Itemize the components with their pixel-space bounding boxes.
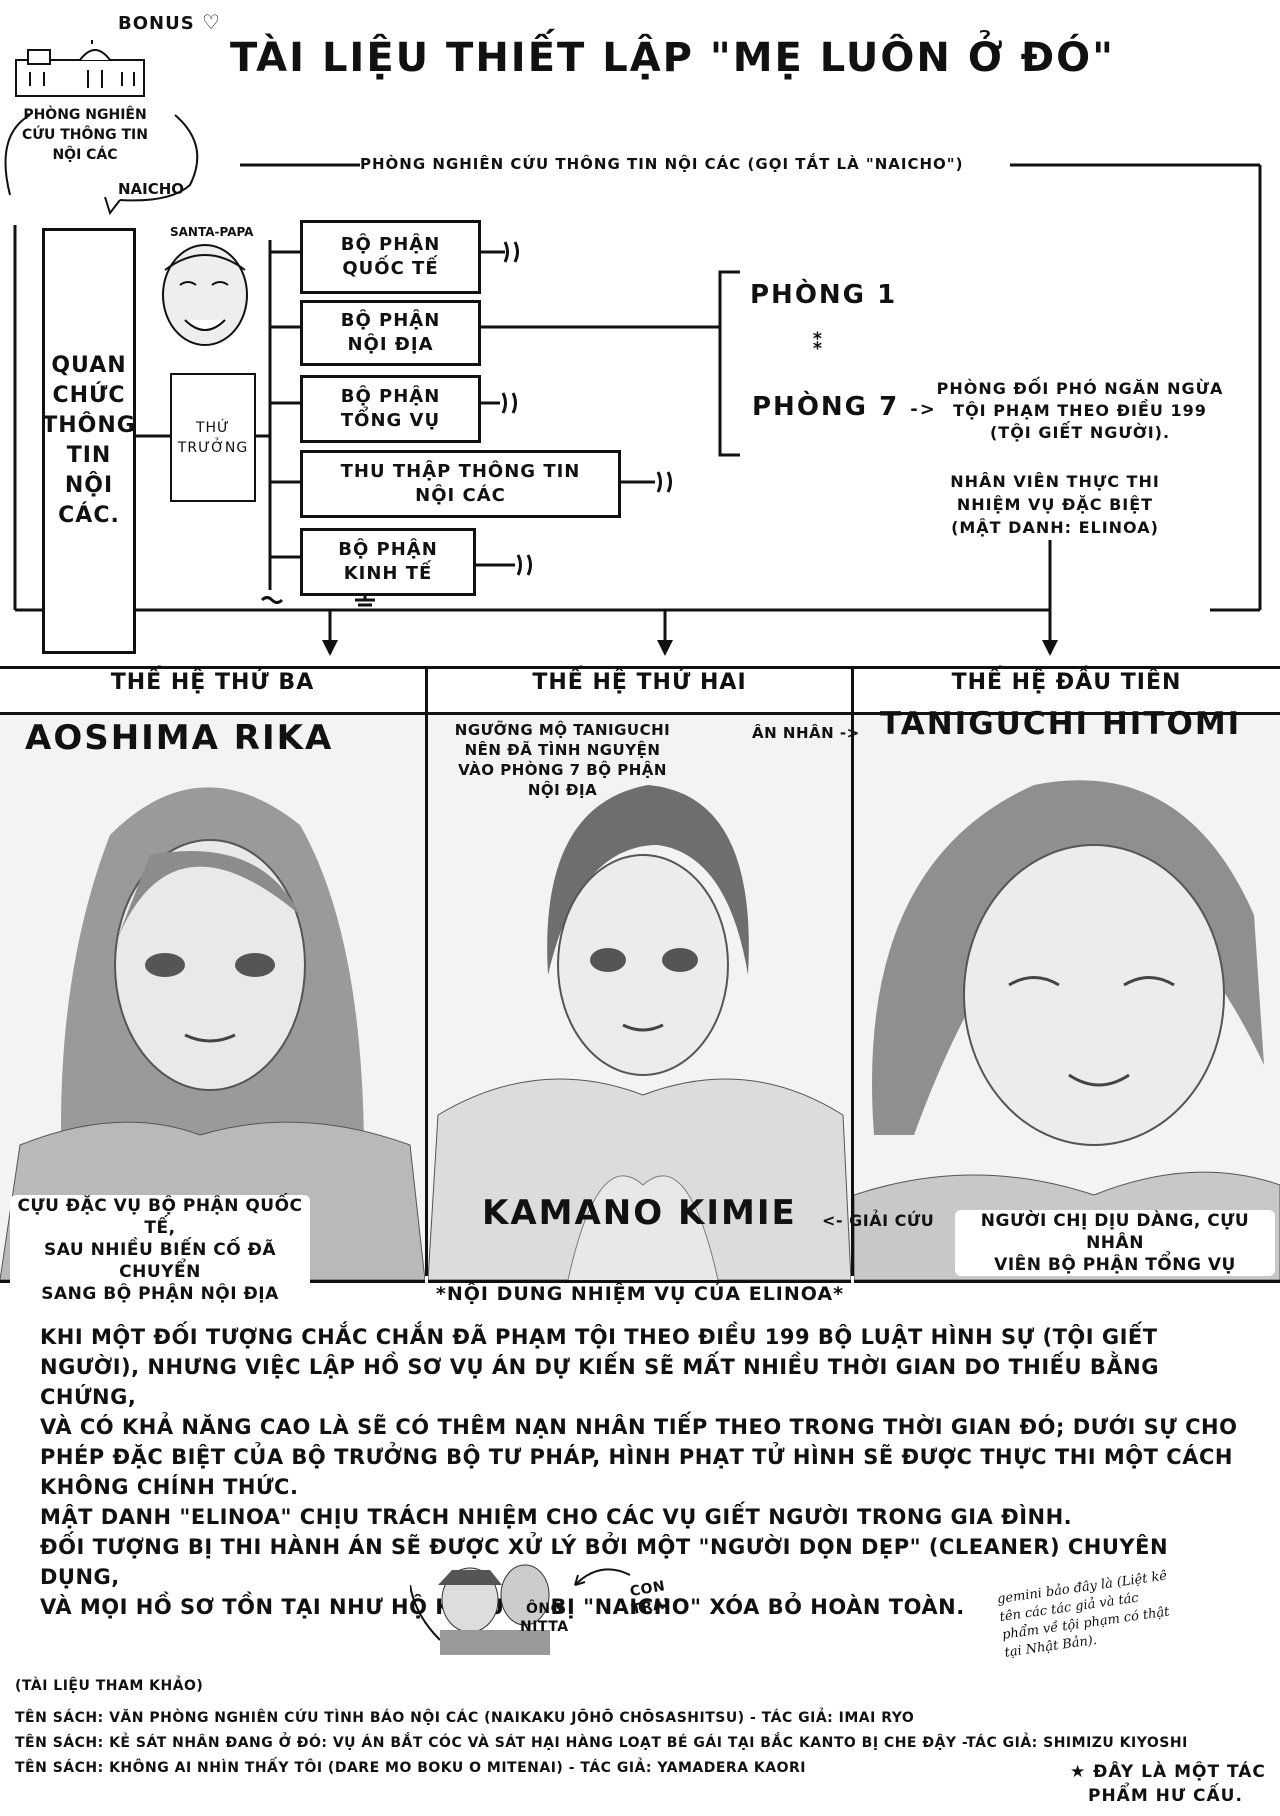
speech-bubble <box>4 114 199 215</box>
fiction-note: ★ ĐÂY LÀ MỘT TÁC PHẨM HƯ CẤU. <box>1070 1762 1266 1806</box>
official-box: QUAN CHỨC THÔNG TIN NỘI CÁC. <box>42 228 136 654</box>
naicho-bubble: NAICHO <box>118 180 185 198</box>
name-taniguchi: TANIGUCHI HITOMI <box>880 706 1242 742</box>
room-ellipsis-icon: ⁑ <box>812 330 824 355</box>
generation-divider-top <box>0 666 1280 669</box>
santa-papa-label: SANTA-PAPA <box>170 225 254 239</box>
dept-general-affairs: BỘ PHẬN TỔNG VỤ <box>300 375 481 443</box>
name-kamano: KAMANO KIMIE <box>482 1193 797 1233</box>
aoshima-caption: CỰU ĐẶC VỤ BỘ PHẬN QUỐC TẾ, SAU NHIỀU BI… <box>10 1195 310 1305</box>
heart-icon: ♡ <box>201 10 221 34</box>
santa-papa-portrait <box>162 244 248 346</box>
org-chart-lines <box>13 163 1262 656</box>
panel-kamano <box>428 712 851 1283</box>
dept-cabinet-intel: THU THẬP THÔNG TIN NỘI CÁC <box>300 450 621 518</box>
panel-taniguchi <box>854 712 1280 1283</box>
reference-2: TÊN SÁCH: KẺ SÁT NHÂN ĐANG Ở ĐÓ: VỤ ÁN B… <box>15 1735 1188 1751</box>
rescue-label: <- GIẢI CỨU <box>822 1211 935 1230</box>
name-aoshima: AOSHIMA RIKA <box>25 718 334 758</box>
arrow-right-icon: -> <box>910 399 937 420</box>
room-1-label: PHÒNG 1 <box>750 280 898 310</box>
agent-desc: NHÂN VIÊN THỰC THI NHIỆM VỤ ĐẶC BIỆT (MẬ… <box>950 472 1160 537</box>
mr-nitta-label: ÔNG NITTA <box>520 1601 569 1635</box>
column-divider-1 <box>425 666 428 1276</box>
benefactor-label: ÂN NHÂN -> <box>752 724 860 742</box>
reference-3: TÊN SÁCH: KHÔNG AI NHÌN THẤY TÔI (DARE M… <box>15 1760 806 1776</box>
reference-1: TÊN SÁCH: VĂN PHÒNG NGHIÊN CỨU TÌNH BÁO … <box>15 1710 915 1726</box>
room-7-label: PHÒNG 7 -> <box>752 392 937 422</box>
references-heading: (TÀI LIỆU THAM KHẢO) <box>15 1678 204 1694</box>
mission-body: KHI MỘT ĐỐI TƯỢNG CHẮC CHẮN ĐÃ PHẠM TỘI … <box>40 1325 1238 1619</box>
dept-economic: BỘ PHẬN KINH TẾ <box>300 528 476 596</box>
gen-second-heading: THẾ HỆ THỨ HAI <box>532 670 747 695</box>
vice-minister-box: THỨ TRƯỞNG <box>170 373 256 502</box>
dept-domestic: BỘ PHẬN NỘI ĐỊA <box>300 300 481 366</box>
dept-international: BỘ PHẬN QUỐC TẾ <box>300 220 481 294</box>
bonus-label: BONUS ♡ <box>118 10 221 34</box>
top-line-label: PHÒNG NGHIÊN CỨU THÔNG TIN NỘI CÁC (GỌI … <box>360 155 964 173</box>
column-divider-2 <box>851 666 854 1276</box>
building-icon <box>15 40 145 97</box>
kamano-portrait <box>428 715 851 1280</box>
gen-first-heading: THẾ HỆ ĐẦU TIÊN <box>951 670 1182 695</box>
taniguchi-portrait <box>854 715 1280 1280</box>
kamano-caption: NGƯỠNG MỘ TANIGUCHI NÊN ĐÃ TÌNH NGUYỆN V… <box>454 721 671 799</box>
room-7-desc: PHÒNG ĐỐI PHÓ NGĂN NGỪA TỘI PHẠM THEO ĐI… <box>936 379 1224 442</box>
cameo-illustration <box>410 1564 550 1655</box>
mission-heading: *NỘI DUNG NHIỆM VỤ CỦA ELINOA* <box>435 1283 845 1305</box>
building-caption: PHÒNG NGHIÊN CỨU THÔNG TIN NỘI CÁC <box>22 107 148 163</box>
page-title: TÀI LIỆU THIẾT LẬP "MẸ LUÔN Ở ĐÓ" <box>230 35 1115 81</box>
cameo-arrows <box>574 1568 631 1586</box>
taniguchi-caption: NGƯỜI CHỊ DỊU DÀNG, CỰU NHÂN VIÊN BỘ PHẬ… <box>955 1210 1275 1276</box>
gen-third-heading: THẾ HỆ THỨ BA <box>110 670 315 695</box>
